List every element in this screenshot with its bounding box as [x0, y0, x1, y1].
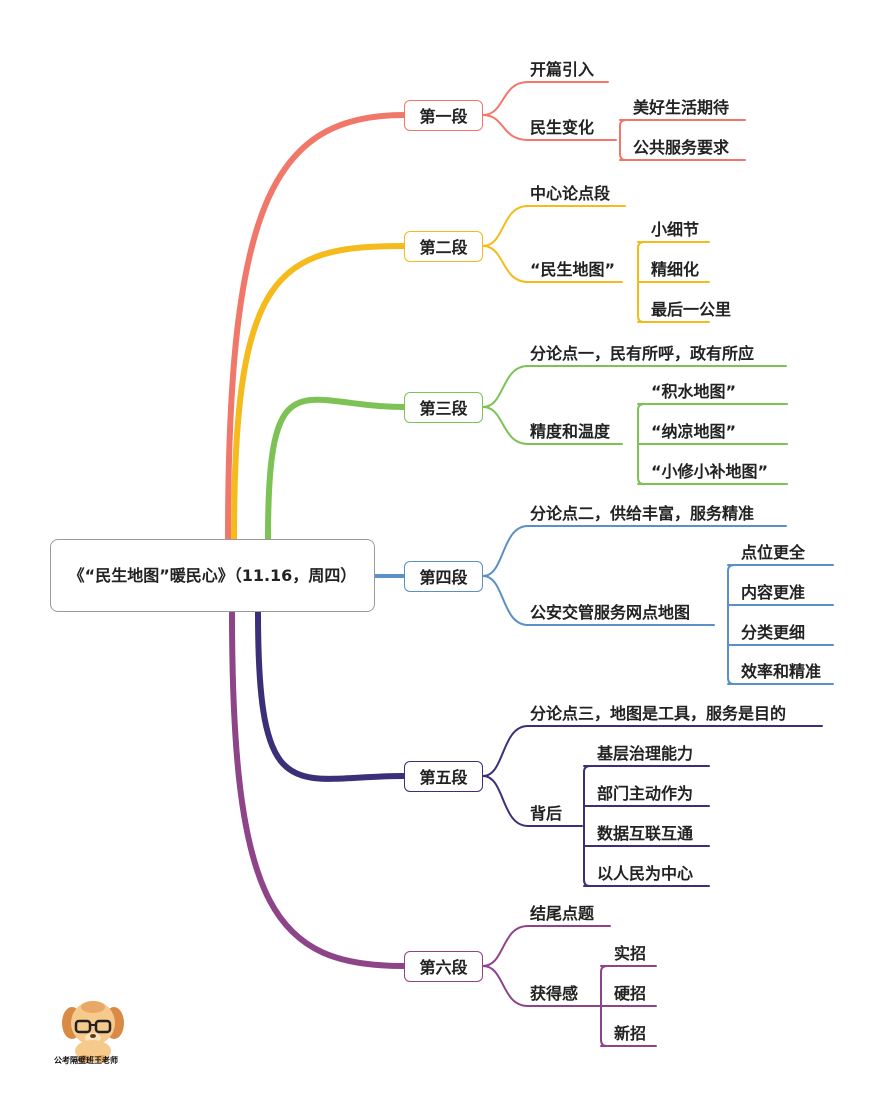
- connector-line: [482, 725, 529, 777]
- connector-line: [482, 925, 529, 967]
- topic-label[interactable]: 获得感: [530, 984, 579, 1003]
- connector-line: [637, 281, 645, 323]
- topic-label[interactable]: 中心论点段: [530, 184, 611, 203]
- subtopic-label[interactable]: 精细化: [651, 260, 700, 279]
- section-node-5[interactable]: 第五段: [404, 760, 483, 792]
- subtopic-label[interactable]: 公共服务要求: [633, 138, 730, 157]
- section-node-6[interactable]: 第六段: [404, 950, 483, 982]
- connector-line: [482, 245, 529, 283]
- subtopic-label[interactable]: 效率和精准: [741, 662, 822, 681]
- logo-caption: 公考隔壁班王老师: [54, 1056, 118, 1065]
- root-topic[interactable]: 《“民生地图”暖民心》（11.16，周四）: [50, 539, 375, 612]
- subtopic-label[interactable]: 新招: [614, 1024, 647, 1043]
- subtopic-label[interactable]: 小细节: [651, 220, 700, 239]
- connector-line: [619, 139, 627, 161]
- subtopic-label[interactable]: 最后一公里: [651, 300, 732, 319]
- connector-line: [255, 609, 407, 782]
- subtopic-label[interactable]: “小修小补地图”: [651, 462, 769, 481]
- connector-line: [482, 575, 529, 626]
- subtopic-label[interactable]: “积水地图”: [651, 382, 737, 401]
- topic-label[interactable]: 民生变化: [530, 118, 595, 137]
- connector-line: [231, 243, 407, 542]
- connector-line: [265, 396, 407, 542]
- section-node-1[interactable]: 第一段: [404, 99, 483, 131]
- connector-line: [637, 443, 645, 485]
- subtopic-label[interactable]: 点位更全: [741, 543, 806, 562]
- connector-line: [482, 205, 529, 247]
- connector-line: [600, 1005, 608, 1047]
- connector-line: [482, 114, 529, 141]
- subtopic-label[interactable]: 部门主动作为: [597, 784, 694, 803]
- connector-line: [482, 965, 529, 1007]
- subtopic-label[interactable]: 以人民为中心: [597, 864, 694, 883]
- section-node-4[interactable]: 第四段: [404, 560, 483, 592]
- topic-label[interactable]: 公安交管服务网点地图: [530, 603, 691, 622]
- topic-label[interactable]: 分论点二，供给丰富，服务精准: [530, 504, 755, 523]
- connector-line: [482, 406, 529, 445]
- topic-label[interactable]: 背后: [530, 804, 563, 823]
- connector-line: [482, 365, 529, 408]
- subtopic-label[interactable]: 分类更细: [741, 623, 806, 642]
- root-topic-label: 《“民生地图”暖民心》（11.16，周四）: [68, 565, 357, 585]
- topic-label[interactable]: 分论点三，地图是工具，服务是目的: [530, 704, 787, 723]
- connector-line: [583, 825, 591, 887]
- topic-label[interactable]: “民生地图”: [530, 260, 616, 279]
- subtopic-label[interactable]: 实招: [614, 944, 647, 963]
- connector-line: [482, 525, 529, 577]
- section-node-2[interactable]: 第二段: [404, 230, 483, 262]
- topic-label[interactable]: 开篇引入: [530, 60, 595, 79]
- connector-line: [225, 112, 407, 542]
- topic-label[interactable]: 分论点一，民有所呼，政有所应: [530, 344, 755, 363]
- subtopic-label[interactable]: 硬招: [614, 984, 647, 1003]
- subtopic-label[interactable]: 内容更准: [741, 583, 806, 602]
- connector-line: [482, 81, 529, 116]
- subtopic-label[interactable]: 基层治理能力: [597, 744, 694, 763]
- topic-label[interactable]: 结尾点题: [530, 904, 595, 923]
- topic-label[interactable]: 精度和温度: [530, 422, 611, 441]
- subtopic-label[interactable]: “纳凉地图”: [651, 422, 737, 441]
- connector-line: [482, 775, 529, 827]
- subtopic-label[interactable]: 美好生活期待: [633, 98, 730, 117]
- subtopic-label[interactable]: 数据互联互通: [597, 824, 694, 843]
- connector-line: [229, 609, 407, 969]
- section-node-3[interactable]: 第三段: [404, 391, 483, 423]
- connector-line: [727, 624, 735, 685]
- cartoon-dog-icon: [62, 1001, 124, 1063]
